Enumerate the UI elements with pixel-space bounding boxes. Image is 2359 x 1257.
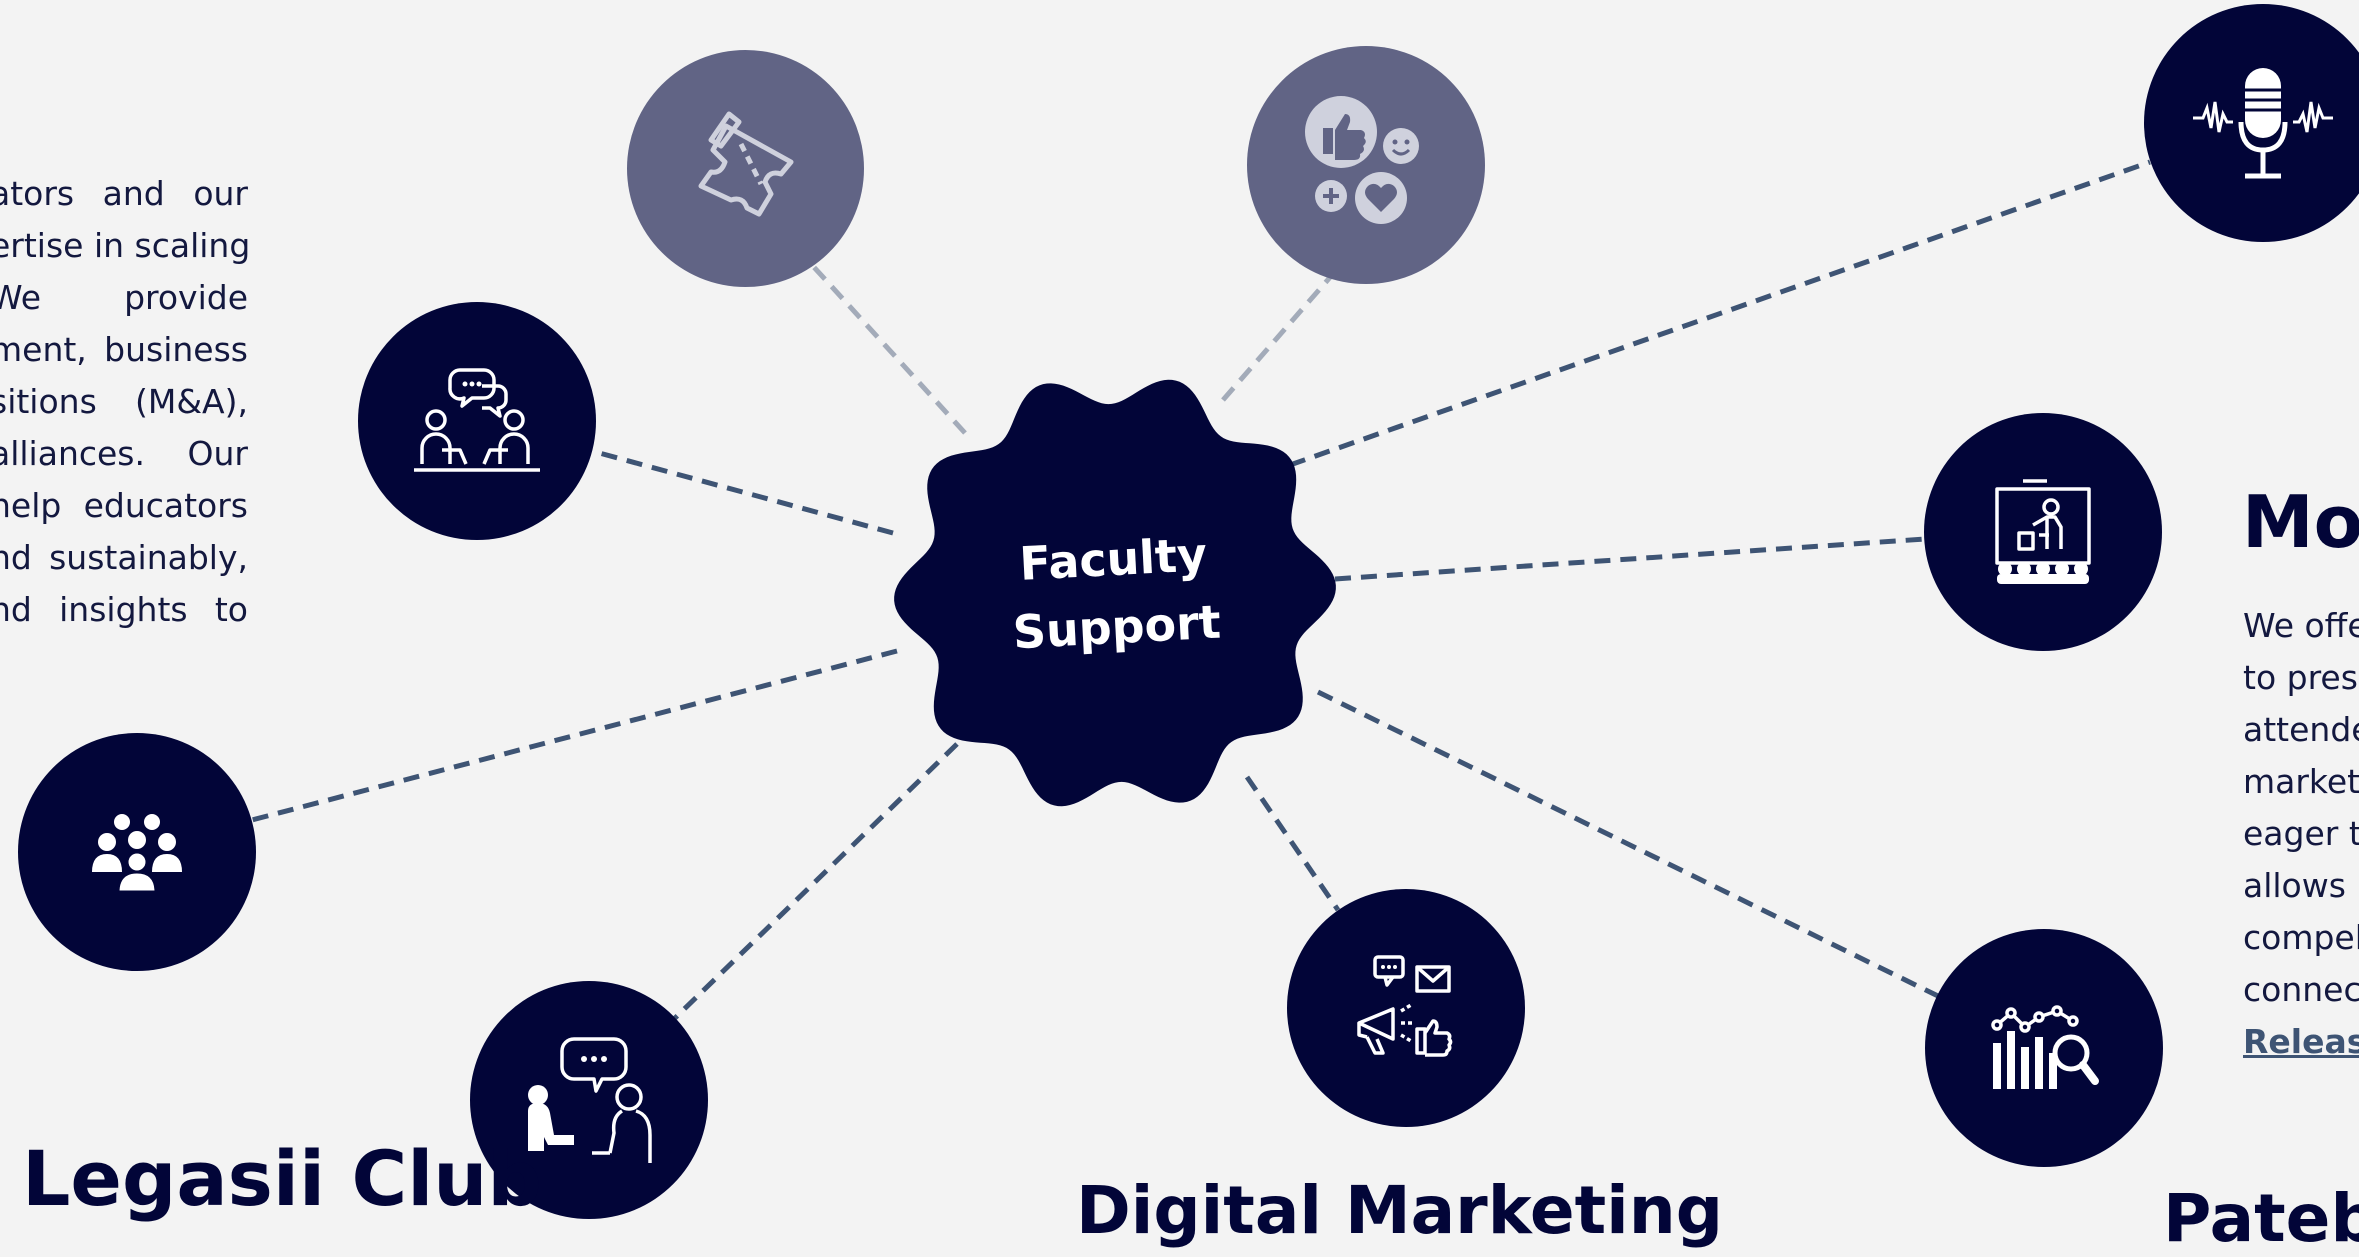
hub-label-line1: Faculty <box>1018 527 1209 591</box>
right-paragraph-line: We offe <box>2243 606 2359 645</box>
left-paragraph-line: ators and our <box>0 174 248 213</box>
hub-wavy-shape <box>894 379 1336 807</box>
connector-analytics <box>1316 689 1942 1000</box>
analytics-chart-search-icon <box>1991 1005 2099 1089</box>
left-paragraph-line: We provide <box>0 278 248 317</box>
connector-presentation <box>1334 536 1926 582</box>
right-paragraph-line: attende <box>2243 710 2359 749</box>
community-group-icon <box>92 814 182 894</box>
connector-collaboration <box>591 448 894 536</box>
social-reactions-icon <box>1305 96 1419 224</box>
left-paragraph: ators and our ertise in scaling We provi… <box>0 168 248 636</box>
consultation-node[interactable] <box>470 981 708 1219</box>
podcast-microphone-icon <box>2193 68 2333 179</box>
collaboration-node[interactable] <box>358 302 596 540</box>
faculty-support-hub[interactable]: Faculty Support <box>890 368 1340 818</box>
right-paragraph-line: compel <box>2243 918 2359 957</box>
consultation-conversation-icon <box>528 1037 652 1163</box>
right-paragraph: We offe to pres attende market eager t a… <box>2243 600 2359 1068</box>
right-paragraph-line: allows <box>2243 866 2346 905</box>
hub-label-line2: Support <box>1011 594 1223 660</box>
legasii-club-heading: Legasii Club <box>22 1134 542 1223</box>
connector-consultation <box>673 742 959 1020</box>
left-paragraph-line: sitions (M&A), <box>0 382 248 421</box>
left-paragraph-line: ment, business <box>0 330 248 369</box>
right-paragraph-line: eager t <box>2243 814 2359 853</box>
left-paragraph-line: help educators <box>0 486 248 525</box>
right-paragraph-line: to pres <box>2243 658 2358 697</box>
left-paragraph-line: nd sustainably, <box>0 538 248 577</box>
podcast-node[interactable] <box>2144 4 2359 242</box>
collaboration-chat-icon <box>414 368 540 472</box>
connector-community <box>251 648 898 823</box>
left-paragraph-line: nd insights to <box>0 590 248 629</box>
release-link[interactable]: Release <box>2243 1022 2359 1061</box>
connector-social <box>1221 273 1334 402</box>
ticket-node[interactable] <box>627 50 864 287</box>
presentation-audience-icon <box>1995 479 2091 584</box>
analytics-node[interactable] <box>1925 929 2163 1167</box>
community-node[interactable] <box>18 733 256 971</box>
hub-label: Faculty Support <box>879 357 1352 830</box>
left-paragraph-line: ertise in scaling <box>0 226 248 265</box>
connector-podcast <box>1289 159 2151 468</box>
social-reactions-node[interactable] <box>1247 46 1485 284</box>
digital-marketing-heading: Digital Marketing <box>1076 1172 1724 1249</box>
right-paragraph-line: connec <box>2243 970 2359 1009</box>
connector-digital-marketing <box>1244 775 1341 912</box>
digital-marketing-node[interactable] <box>1287 889 1525 1127</box>
right-paragraph-line: market <box>2243 762 2359 801</box>
presentation-node[interactable] <box>1924 413 2162 651</box>
mov-heading: Mov <box>2242 480 2359 564</box>
left-paragraph-line: alliances. Our <box>0 434 248 473</box>
ticket-icon <box>698 111 793 216</box>
connector-lines <box>251 159 2151 1020</box>
digital-marketing-megaphone-icon <box>1357 955 1453 1057</box>
connector-ticket <box>810 263 967 435</box>
